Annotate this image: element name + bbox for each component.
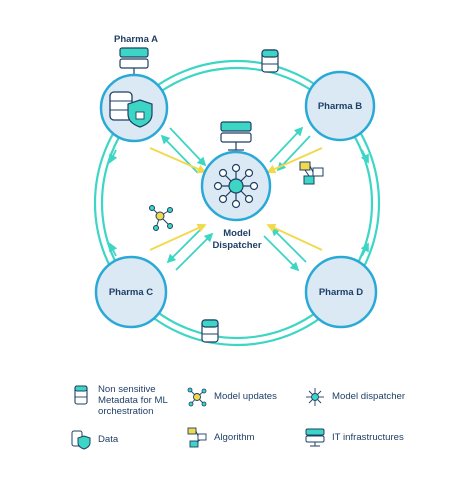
legend-it-infrastructures: IT infrastructures <box>304 426 404 448</box>
server-icon <box>220 121 252 151</box>
dispatcher-label-line1: Model <box>223 228 250 239</box>
database-icon <box>261 49 279 73</box>
model-dispatcher-node: Model Dispatcher <box>200 121 272 251</box>
database-icon <box>201 319 219 343</box>
pharma-d-label: Pharma D <box>319 287 363 298</box>
legend-metadata: Non sensitive Metadata for ML orchestrat… <box>70 384 168 417</box>
it-infrastructure-icon <box>305 428 325 447</box>
pharma-b-label: Pharma B <box>318 101 362 112</box>
legend-metadata-line2: Metadata for ML <box>98 395 168 406</box>
outer-ring <box>93 59 381 347</box>
legend-model-updates: Model updates <box>186 386 277 408</box>
legend-model-dispatcher: Model dispatcher <box>304 386 405 408</box>
pharma-c-node: Pharma C <box>94 255 168 329</box>
legend-model-dispatcher-label: Model dispatcher <box>332 391 406 402</box>
database-icon <box>74 385 88 405</box>
hub-icon <box>306 388 324 406</box>
algorithm-icon <box>299 161 324 185</box>
legend-metadata-line1: Non sensitive <box>98 384 156 395</box>
pharma-c-label: Pharma C <box>109 287 153 298</box>
legend-model-updates-label: Model updates <box>214 391 277 402</box>
model-update-icon <box>149 205 173 231</box>
legend-it-infrastructures-label: IT infrastructures <box>332 432 404 443</box>
server-icon <box>119 47 149 77</box>
pharma-b-node: Pharma B <box>304 70 376 142</box>
dispatcher-label-line2: Dispatcher <box>212 240 261 251</box>
pharma-a-label: Pharma A <box>114 34 158 45</box>
yellow-links <box>149 147 323 251</box>
legend-data-label: Data <box>98 434 119 445</box>
legend-algorithm-label: Algorithm <box>214 432 255 443</box>
shield-lock-icon <box>71 430 91 450</box>
hub-icon <box>213 163 259 209</box>
model-update-icon <box>187 387 207 407</box>
legend-algorithm: Algorithm <box>186 426 255 448</box>
algorithm-icon <box>187 427 207 448</box>
shield-lock-icon <box>127 99 153 128</box>
legend-metadata-line3: orchestration <box>98 406 154 417</box>
legend-data: Data <box>70 428 118 450</box>
pharma-a-node: Pharma A <box>99 34 169 143</box>
pharma-d-node: Pharma D <box>304 255 378 329</box>
